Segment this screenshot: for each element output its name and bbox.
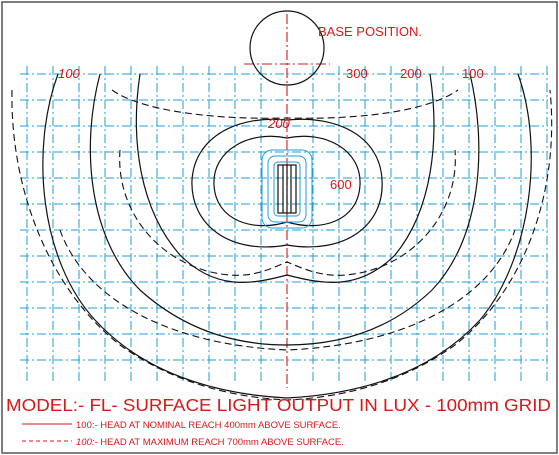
lamp-body [277, 164, 297, 214]
diagram-title: MODEL:- FL- SURFACE LIGHT OUTPUT IN LUX … [6, 395, 551, 415]
contour-100-dashed [11, 89, 553, 401]
base-position-circle [249, 10, 325, 86]
contour-200-dashed [111, 89, 459, 119]
contour-low-dashed [59, 229, 516, 351]
contour-mid-dashed [119, 149, 456, 276]
contour-200-solid [89, 73, 480, 346]
legend-solid-desc: HEAD AT NOMINAL REACH 400mm ABOVE SURFAC… [98, 420, 341, 431]
lamp-outline-mid [267, 155, 307, 223]
contour-label-left-100: 100 [58, 66, 80, 81]
legend-dashed-prefix: 100:- [76, 437, 98, 448]
contour-label-top-300: 300 [346, 66, 368, 81]
lamp-outline-inner [273, 161, 301, 217]
legend: 100:- HEAD AT NOMINAL REACH 400mm ABOVE … [22, 420, 344, 448]
contour-100-solid [42, 73, 532, 399]
contour-label-top-100: 100 [462, 66, 484, 81]
contour-label-center-600: 600 [330, 177, 352, 192]
legend-dashed-text: 100:- HEAD AT MAXIMUM REACH 700mm ABOVE … [76, 437, 344, 448]
grid [20, 66, 548, 384]
contour-300-solid [135, 73, 435, 283]
legend-solid-prefix: 100:- [76, 420, 98, 431]
contour-inner-ring [191, 118, 383, 248]
base-position-label: BASE POSITION. [318, 24, 422, 39]
legend-solid-text: 100:- HEAD AT NOMINAL REACH 400mm ABOVE … [76, 420, 341, 431]
lamp-head [261, 149, 313, 229]
contour-label-top-200: 200 [400, 66, 422, 81]
legend-dashed-desc: HEAD AT MAXIMUM REACH 700mm ABOVE SURFAC… [98, 437, 344, 448]
dashed-contours [11, 89, 553, 401]
contour-label-center-200: 200 [267, 116, 290, 131]
lamp-outline-outer [261, 149, 313, 229]
